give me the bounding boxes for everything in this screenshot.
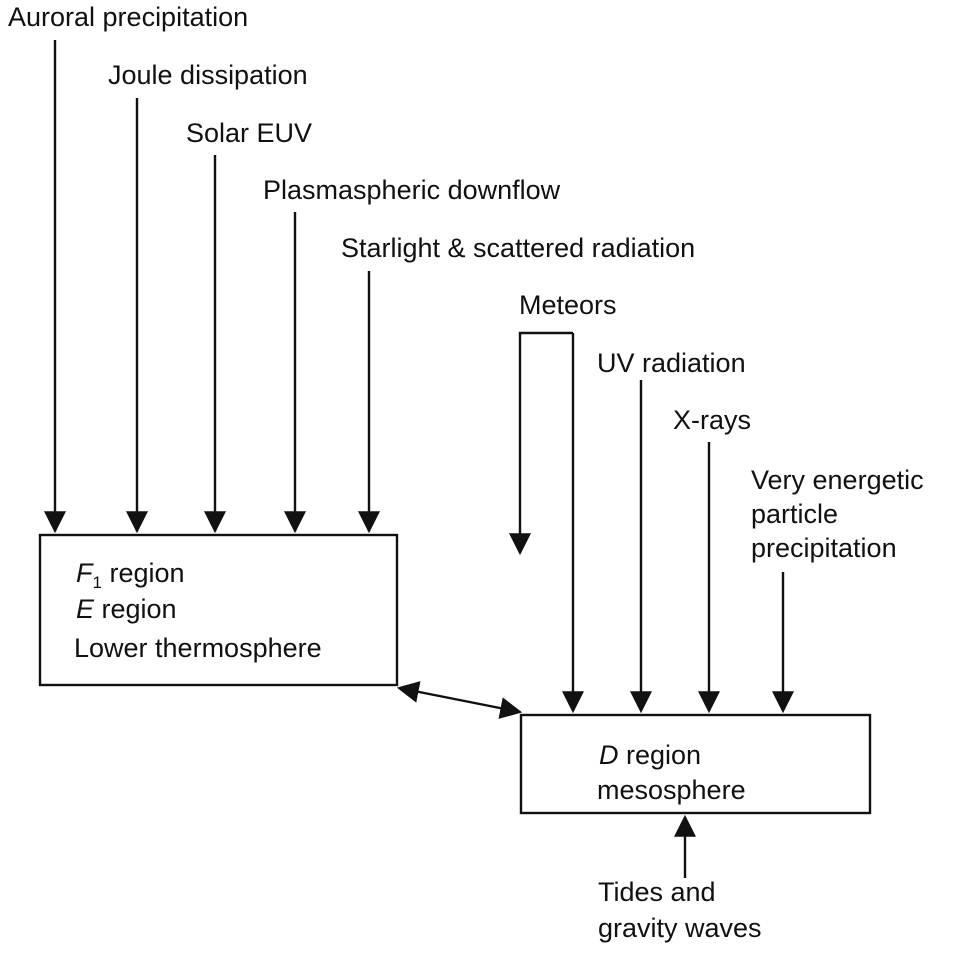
arrow-meteors-return bbox=[509, 331, 573, 556]
label-plasmaspheric-downflow: Plasmaspheric downflow bbox=[263, 175, 561, 205]
label-auroral-precipitation: Auroral precipitation bbox=[8, 2, 248, 32]
label-mesosphere: mesosphere bbox=[597, 775, 746, 805]
label-particle: particle bbox=[751, 499, 838, 529]
label-lower-thermosphere: Lower thermosphere bbox=[74, 633, 322, 663]
label-d-region: D region bbox=[599, 740, 701, 770]
label-precipitation: precipitation bbox=[751, 533, 897, 563]
label-gravity-waves: gravity waves bbox=[598, 913, 762, 943]
label-very-energetic: Very energetic bbox=[751, 465, 924, 495]
label-starlight-scattered-radiation: Starlight & scattered radiation bbox=[341, 233, 695, 263]
label-e-region: E region bbox=[76, 594, 177, 624]
label-x-rays: X-rays bbox=[673, 405, 751, 435]
box-d-region bbox=[519, 713, 872, 815]
label-solar-euv: Solar EUV bbox=[186, 118, 312, 148]
label-f1-region: F1 region bbox=[76, 558, 185, 592]
arrow-coupling-double bbox=[396, 681, 523, 719]
label-uv-radiation: UV radiation bbox=[597, 348, 746, 378]
label-meteors: Meteors bbox=[519, 290, 617, 320]
box-upper-region bbox=[38, 533, 399, 687]
label-joule-dissipation: Joule dissipation bbox=[108, 60, 308, 90]
label-tides-and: Tides and bbox=[598, 877, 716, 907]
